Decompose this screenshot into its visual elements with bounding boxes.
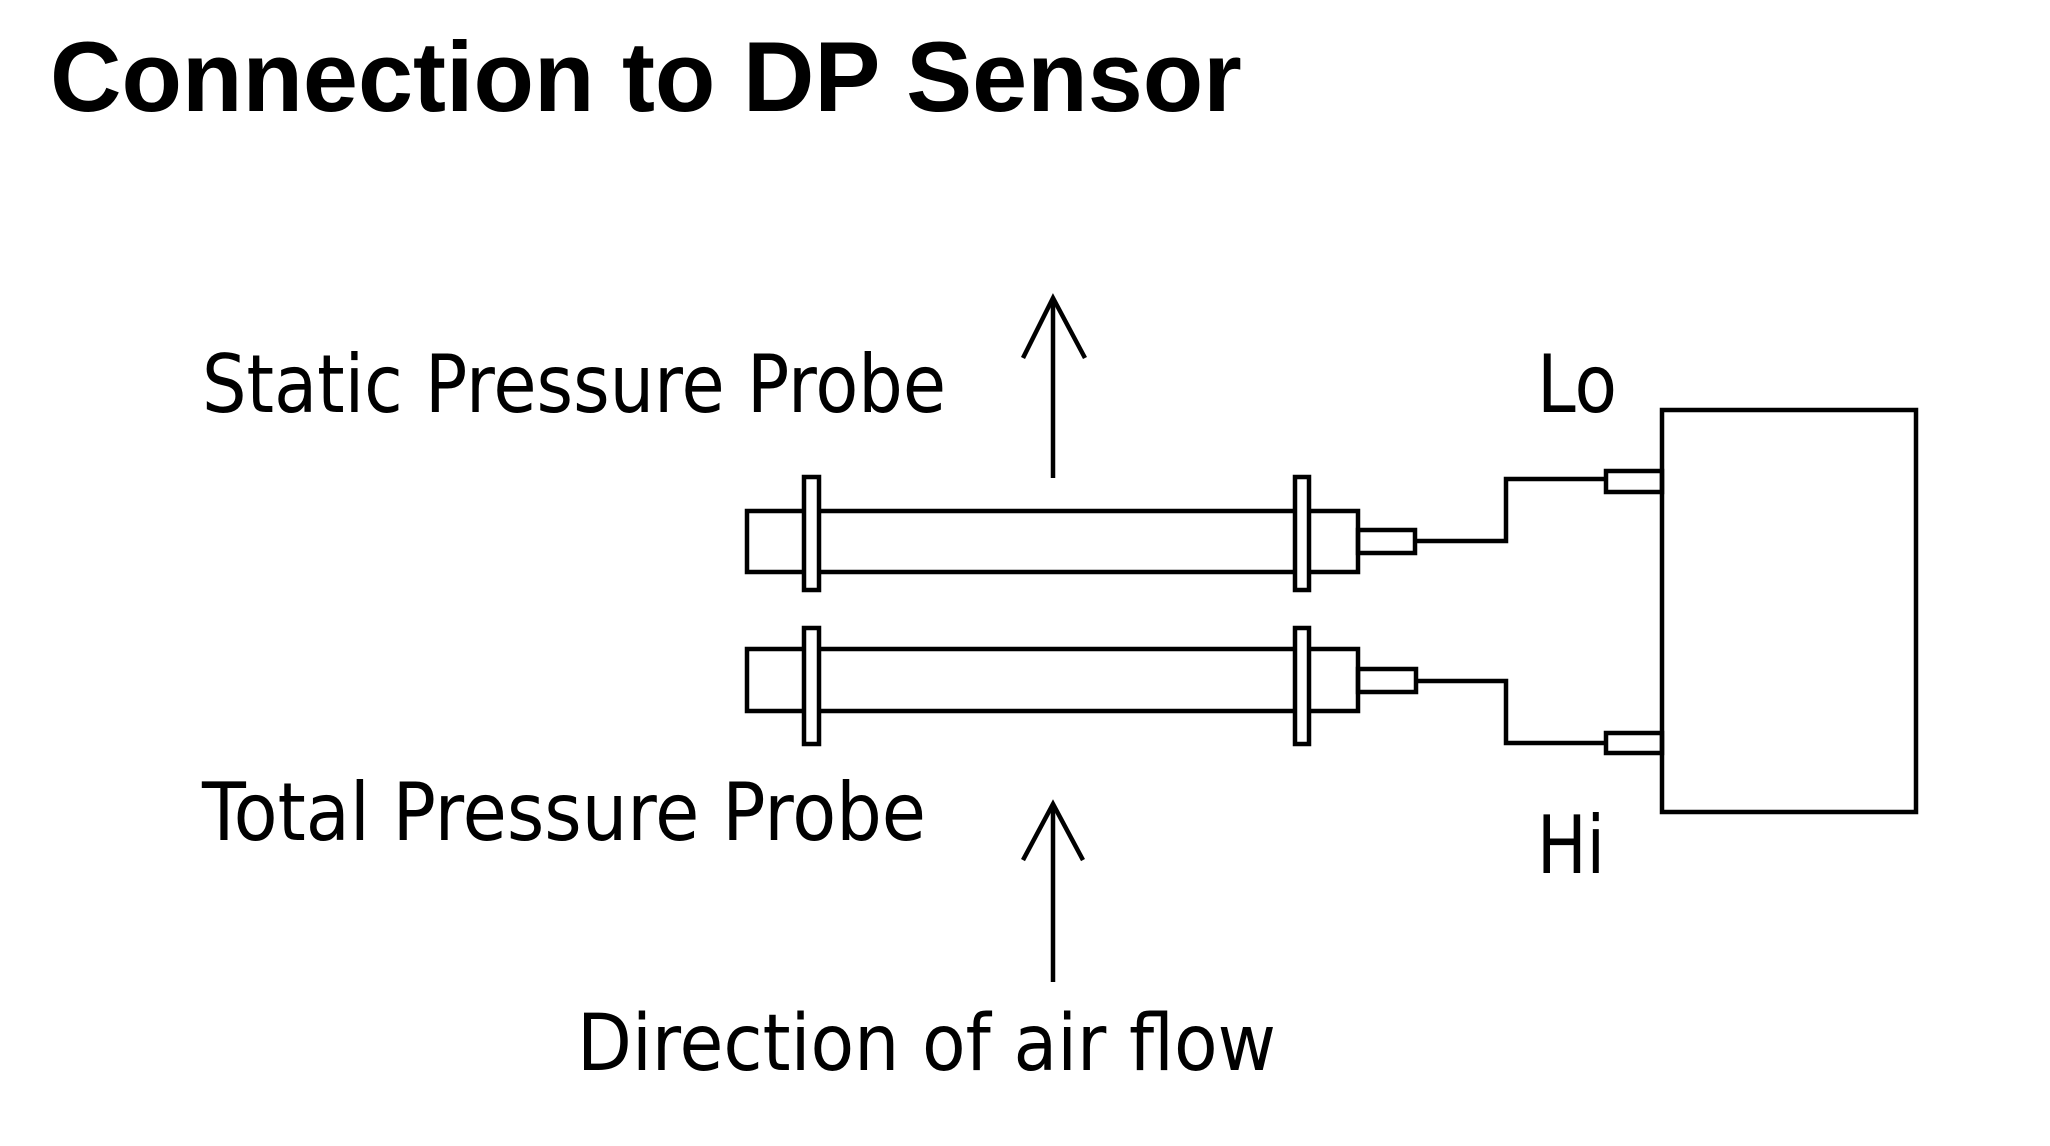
airflow-arrow-lower xyxy=(1021,799,1085,982)
probe-tube xyxy=(744,646,1361,714)
arrow-head xyxy=(1021,799,1085,862)
tubing-lo xyxy=(1415,476,1606,544)
total-probe-label: Total Pressure Probe xyxy=(201,766,926,859)
static-pressure-probe xyxy=(744,474,1418,593)
lo-port-label: Lo xyxy=(1537,338,1617,431)
probe-flange-right xyxy=(1292,625,1312,747)
sensor-body xyxy=(1659,407,1919,815)
probe-flange-left xyxy=(801,625,822,747)
airflow-arrow-upper xyxy=(1020,293,1087,478)
total-pressure-probe xyxy=(744,625,1419,747)
probe-tube xyxy=(744,508,1361,575)
probe-nozzle xyxy=(1355,527,1418,556)
probe-nozzle xyxy=(1355,666,1419,695)
probe-flange-right xyxy=(1292,474,1312,593)
dp-sensor xyxy=(1603,407,1919,815)
tubing-hi xyxy=(1416,678,1606,746)
arrow-head xyxy=(1020,293,1087,360)
hi-port-label: Hi xyxy=(1537,799,1605,892)
sensor-port-lo xyxy=(1603,468,1665,495)
slide-title: Connection to DP Sensor xyxy=(50,21,1242,132)
probe-flange-left xyxy=(801,474,822,593)
airflow-direction-label: Direction of air flow xyxy=(577,999,1276,1089)
sensor-port-hi xyxy=(1603,730,1665,756)
static-probe-label: Static Pressure Probe xyxy=(202,338,946,431)
